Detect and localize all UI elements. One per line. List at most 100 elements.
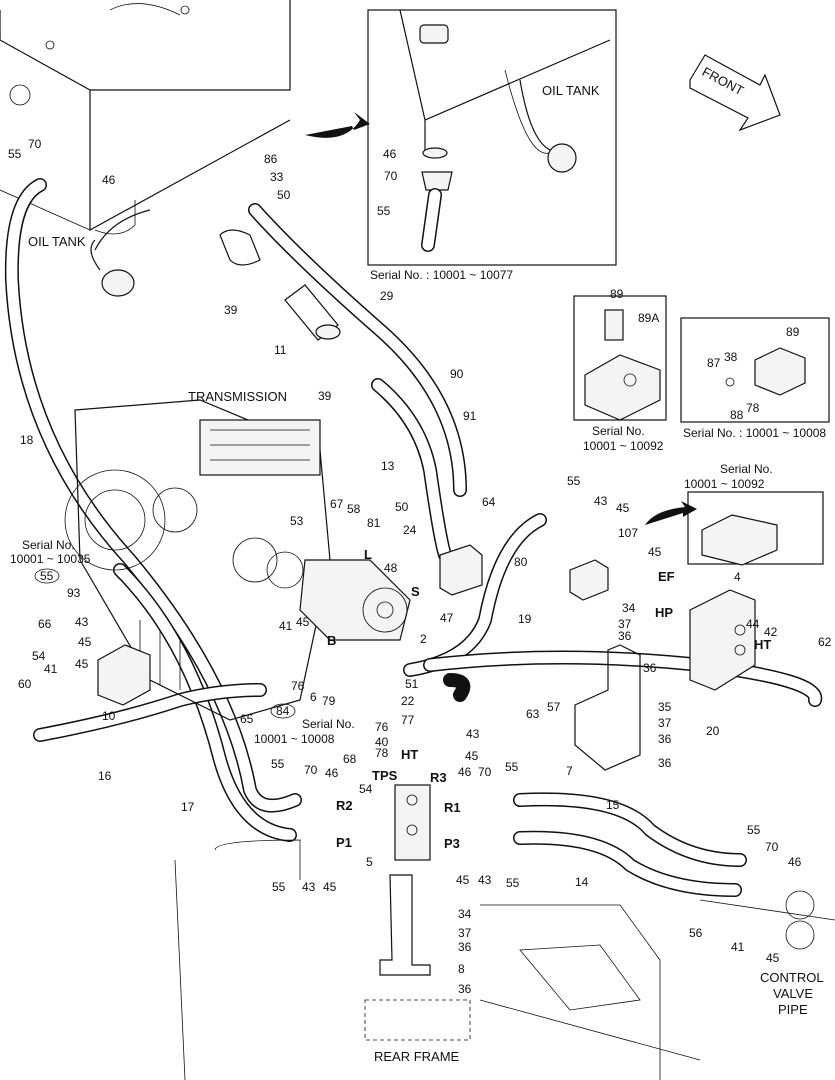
inset-oil-tank bbox=[367, 9, 617, 266]
control-valve-label-2: VALVE bbox=[773, 986, 813, 1001]
callout-number: 4 bbox=[734, 570, 741, 584]
callout-number: 14 bbox=[575, 875, 589, 889]
oil-tank-label: OIL TANK bbox=[28, 234, 86, 249]
callout-number: 55 bbox=[272, 880, 286, 894]
callout-number: 57 bbox=[547, 700, 561, 714]
callout-number: 54 bbox=[32, 649, 46, 663]
callout-number: 51 bbox=[405, 677, 419, 691]
pump bbox=[266, 551, 411, 641]
callout-number: 70 bbox=[384, 169, 398, 183]
callout-number: 39 bbox=[318, 389, 332, 403]
callout-number: 90 bbox=[450, 367, 464, 381]
inset-valve-c bbox=[687, 491, 824, 566]
callout-number: 41 bbox=[731, 940, 745, 954]
callout-number: 43 bbox=[75, 615, 89, 629]
callout-number: 55 bbox=[567, 474, 581, 488]
callout-number: 80 bbox=[514, 555, 528, 569]
callout-number: 54 bbox=[359, 782, 373, 796]
callout-number: 44 bbox=[746, 617, 760, 631]
callout-number: 77 bbox=[401, 713, 415, 727]
callout-number: 64 bbox=[482, 495, 496, 509]
oil-tank-inset-label: OIL TANK bbox=[542, 83, 600, 98]
callout-number: 37 bbox=[618, 617, 632, 631]
port-S: S bbox=[411, 584, 420, 599]
circled-84-ring bbox=[270, 703, 296, 719]
callout-number: 11 bbox=[274, 343, 287, 357]
callout-number: 55 bbox=[271, 757, 285, 771]
port-HT-valve: HT bbox=[754, 637, 771, 652]
hoses bbox=[4, 178, 823, 897]
callout-number: 45 bbox=[75, 657, 89, 671]
callout-number: 58 bbox=[347, 502, 361, 516]
serial-right-mid-2: 10001 ~ 10092 bbox=[684, 477, 765, 491]
callout-number: 46 bbox=[458, 765, 472, 779]
callout-number: 45 bbox=[465, 749, 479, 763]
callout-number: 10 bbox=[102, 709, 116, 723]
callout-number: 43 bbox=[466, 727, 480, 741]
callout-number: 47 bbox=[440, 611, 454, 625]
callout-number: 70 bbox=[304, 763, 318, 777]
circled-55: 55 bbox=[40, 569, 54, 583]
circled-84: 84 bbox=[276, 704, 290, 718]
callout-number: 78 bbox=[746, 401, 760, 415]
control-valve-label-3: PIPE bbox=[778, 1002, 808, 1017]
callout-number: 43 bbox=[478, 873, 492, 887]
callout-number: 79 bbox=[322, 694, 336, 708]
callout-number: 55 bbox=[8, 147, 22, 161]
port-R2: R2 bbox=[336, 798, 353, 813]
callout-number: 50 bbox=[395, 500, 409, 514]
callout-number: 17 bbox=[181, 800, 195, 814]
serial-valve-b: Serial No. : 10001 ~ 10008 bbox=[683, 426, 826, 440]
callout-number: 35 bbox=[658, 700, 672, 714]
callout-number: 18 bbox=[20, 433, 34, 447]
port-P1: P1 bbox=[336, 835, 352, 850]
callout-number: 45 bbox=[323, 880, 337, 894]
callout-number: 89 bbox=[610, 287, 624, 301]
callout-number: 29 bbox=[380, 289, 394, 303]
callout-number: 70 bbox=[28, 137, 42, 151]
text-labels: OIL TANK OIL TANK FRONT TRANSMISSION REA… bbox=[10, 64, 826, 1064]
callout-number: 93 bbox=[67, 586, 81, 600]
port-R3: R3 bbox=[430, 770, 447, 785]
callout-number: 48 bbox=[384, 561, 398, 575]
callout-number: 36 bbox=[458, 940, 472, 954]
callout-number: 2 bbox=[420, 632, 427, 646]
callout-number: 33 bbox=[270, 170, 284, 184]
port-EF: EF bbox=[658, 569, 675, 584]
port-L: L bbox=[364, 547, 372, 562]
callout-number: 50 bbox=[277, 188, 291, 202]
callout-number: 53 bbox=[290, 514, 304, 528]
callout-number: 78 bbox=[375, 746, 389, 760]
callout-number: 34 bbox=[458, 907, 472, 921]
callout-number: 45 bbox=[616, 501, 630, 515]
bracket-7 bbox=[574, 644, 641, 771]
callout-number: 45 bbox=[296, 615, 310, 629]
callout-number: 67 bbox=[330, 497, 344, 511]
callout-number: 63 bbox=[526, 707, 540, 721]
callout-number: 34 bbox=[622, 601, 636, 615]
callout-number: 89 bbox=[786, 325, 800, 339]
port-R1: R1 bbox=[444, 800, 461, 815]
front-arrow bbox=[689, 54, 781, 132]
port-TPS: TPS bbox=[372, 768, 398, 783]
circled-55-ring bbox=[34, 568, 60, 584]
callout-number: 76 bbox=[291, 679, 305, 693]
callout-number: 40 bbox=[375, 735, 389, 749]
port-HT-block: HT bbox=[401, 747, 418, 762]
callout-number: 45 bbox=[456, 873, 470, 887]
callout-number: 88 bbox=[730, 408, 744, 422]
serial-pump-1: Serial No. bbox=[302, 717, 355, 731]
callout-number: 8 bbox=[458, 962, 465, 976]
callout-number: 46 bbox=[325, 766, 339, 780]
callout-number: 56 bbox=[689, 926, 703, 940]
callout-number: 24 bbox=[403, 523, 417, 537]
serial-right-mid-1: Serial No. bbox=[720, 462, 773, 476]
transmission-label: TRANSMISSION bbox=[188, 389, 287, 404]
callout-number: 86 bbox=[264, 152, 278, 166]
callout-number: 39 bbox=[224, 303, 238, 317]
callout-number: 45 bbox=[78, 635, 92, 649]
front-label: FRONT bbox=[700, 64, 747, 98]
callout-number: 36 bbox=[658, 756, 672, 770]
